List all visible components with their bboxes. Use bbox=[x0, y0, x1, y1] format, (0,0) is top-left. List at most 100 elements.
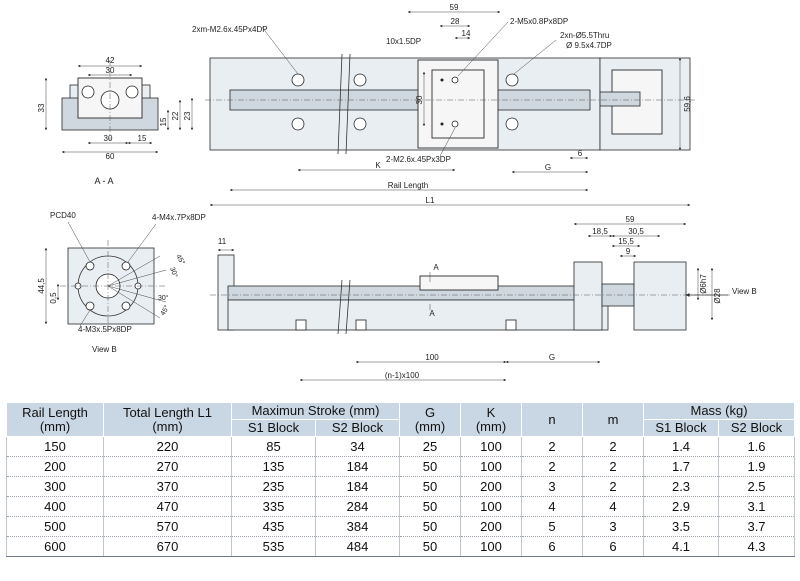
callout-m3: 4-M3x.5Px8DP bbox=[78, 325, 132, 334]
view-b-bolt-3 bbox=[85, 301, 95, 311]
table-cell: 6 bbox=[582, 536, 645, 557]
top-view-carriage-inner bbox=[431, 69, 485, 139]
table-cell: 2 bbox=[521, 456, 584, 477]
table-cell: 370 bbox=[103, 476, 232, 497]
table-cell: 220 bbox=[103, 436, 232, 457]
top-view-hole-6 bbox=[505, 117, 519, 131]
section-a-a-label: A - A bbox=[94, 176, 113, 186]
angle-45-bottom: 45° bbox=[159, 304, 171, 317]
table-cell: 100 bbox=[460, 496, 523, 517]
table-cell: 50 bbox=[399, 496, 462, 517]
table-cell: 1.4 bbox=[643, 436, 720, 457]
dim-9: 9 bbox=[626, 247, 631, 256]
dim-l1: L1 bbox=[426, 196, 435, 205]
view-b-bolt-1 bbox=[85, 261, 95, 271]
table-cell: 570 bbox=[103, 516, 232, 537]
table-cell: 235 bbox=[231, 476, 316, 497]
table-cell: 184 bbox=[314, 456, 401, 477]
header-stroke-s1: S1 Block bbox=[231, 419, 316, 437]
header-rail-length: Rail Length (mm) bbox=[6, 402, 104, 437]
dim-59-top: 59 bbox=[450, 3, 459, 12]
technical-drawing: 42 30 33 15 22 23 30 15 60 A - A bbox=[37, 3, 757, 382]
table-cell: 2 bbox=[582, 436, 645, 457]
callout-thru-hole-1: 2xn-Ø5.5Thru bbox=[560, 31, 609, 40]
top-view-hole-5 bbox=[505, 73, 519, 87]
header-stroke-s2: S2 Block bbox=[314, 419, 401, 437]
side-view: 11 59 18,5 30,5 15,5 9 Ø6h7 Ø28 View B 1… bbox=[210, 215, 757, 382]
table-cell: 3.5 bbox=[643, 516, 720, 537]
side-view-foot-3 bbox=[505, 319, 517, 331]
side-view-rail bbox=[227, 285, 609, 301]
top-view-coupling bbox=[599, 91, 641, 107]
view-b-bolt-4 bbox=[121, 301, 131, 311]
top-view-hole-3 bbox=[353, 73, 367, 87]
table-cell: 435 bbox=[231, 516, 316, 537]
table-cell: 335 bbox=[231, 496, 316, 517]
dim-44-5: 44,5 bbox=[37, 278, 46, 294]
table-cell: 484 bbox=[314, 536, 401, 557]
angle-30-top: 30° bbox=[168, 266, 179, 279]
side-view-motor bbox=[633, 261, 687, 331]
dim-6: 6 bbox=[578, 149, 583, 158]
dim-6h7: Ø6h7 bbox=[699, 274, 708, 294]
table-cell: 200 bbox=[6, 456, 104, 477]
table-cell: 3.7 bbox=[718, 516, 796, 537]
dim-23: 23 bbox=[183, 111, 192, 120]
table-cell: 2.3 bbox=[643, 476, 720, 497]
table-cell: 50 bbox=[399, 476, 462, 497]
table-cell: 600 bbox=[6, 536, 104, 557]
header-n: n bbox=[521, 402, 584, 437]
table-cell: 670 bbox=[103, 536, 232, 557]
table-cell: 4.3 bbox=[718, 536, 796, 557]
table-cell: 50 bbox=[399, 456, 462, 477]
header-m: m bbox=[582, 402, 645, 437]
dim-14: 14 bbox=[462, 29, 471, 38]
dim-22: 22 bbox=[171, 111, 180, 120]
top-view-carriage-hole-1 bbox=[451, 76, 459, 84]
table-cell: 2 bbox=[582, 476, 645, 497]
dim-15-bottom: 15 bbox=[138, 134, 147, 143]
table-cell: 200 bbox=[460, 516, 523, 537]
table-cell: 135 bbox=[231, 456, 316, 477]
specification-table: Rail Length (mm) Total Length L1 (mm) Ma… bbox=[6, 402, 796, 557]
table-cell: 400 bbox=[6, 496, 104, 517]
side-view-base bbox=[227, 299, 609, 331]
dim-g-side: G bbox=[549, 353, 555, 362]
table-header-row-1: Rail Length (mm) Total Length L1 (mm) Ma… bbox=[6, 402, 796, 437]
header-k: K (mm) bbox=[460, 402, 523, 437]
dim-18-5: 18,5 bbox=[592, 227, 608, 236]
table-cell: 150 bbox=[6, 436, 104, 457]
callout-pcd: PCD40 bbox=[50, 211, 76, 220]
header-mass-s1: S1 Block bbox=[643, 419, 720, 437]
dim-28-dia: Ø28 bbox=[713, 288, 722, 304]
callout-bottom-holes: 2-M2.6x.45Px3DP bbox=[386, 155, 451, 164]
table-cell: 25 bbox=[399, 436, 462, 457]
table-cell: 3.1 bbox=[718, 496, 796, 517]
view-b-label: View B bbox=[92, 345, 117, 354]
table-cell: 6 bbox=[521, 536, 584, 557]
dim-30-vertical: 30 bbox=[415, 95, 424, 104]
angle-30-bottom: 30° bbox=[158, 294, 169, 302]
section-a-a-bolt-right bbox=[125, 85, 139, 99]
header-max-stroke: Maximun Stroke (mm) bbox=[230, 402, 401, 420]
table-cell: 200 bbox=[460, 476, 523, 497]
table-cell: 100 bbox=[460, 456, 523, 477]
dim-100: 100 bbox=[425, 353, 439, 362]
table-cell: 3 bbox=[582, 516, 645, 537]
side-view-bearing-block bbox=[573, 261, 603, 331]
table-cell: 1.6 bbox=[718, 436, 796, 457]
view-b-arrow-label: View B bbox=[732, 287, 757, 296]
header-g: G (mm) bbox=[399, 402, 462, 437]
table-cell: 4.1 bbox=[643, 536, 720, 557]
table-header-row-2: S1 Block S2 Block S1 Block S2 Block bbox=[7, 419, 796, 437]
dim-42: 42 bbox=[106, 56, 115, 65]
table-cell: 4 bbox=[582, 496, 645, 517]
marker-a-bottom: A bbox=[429, 309, 435, 318]
dim-rail-length: Rail Length bbox=[388, 181, 428, 190]
side-view-foot-2 bbox=[355, 319, 367, 331]
table-cell: 2.5 bbox=[718, 476, 796, 497]
